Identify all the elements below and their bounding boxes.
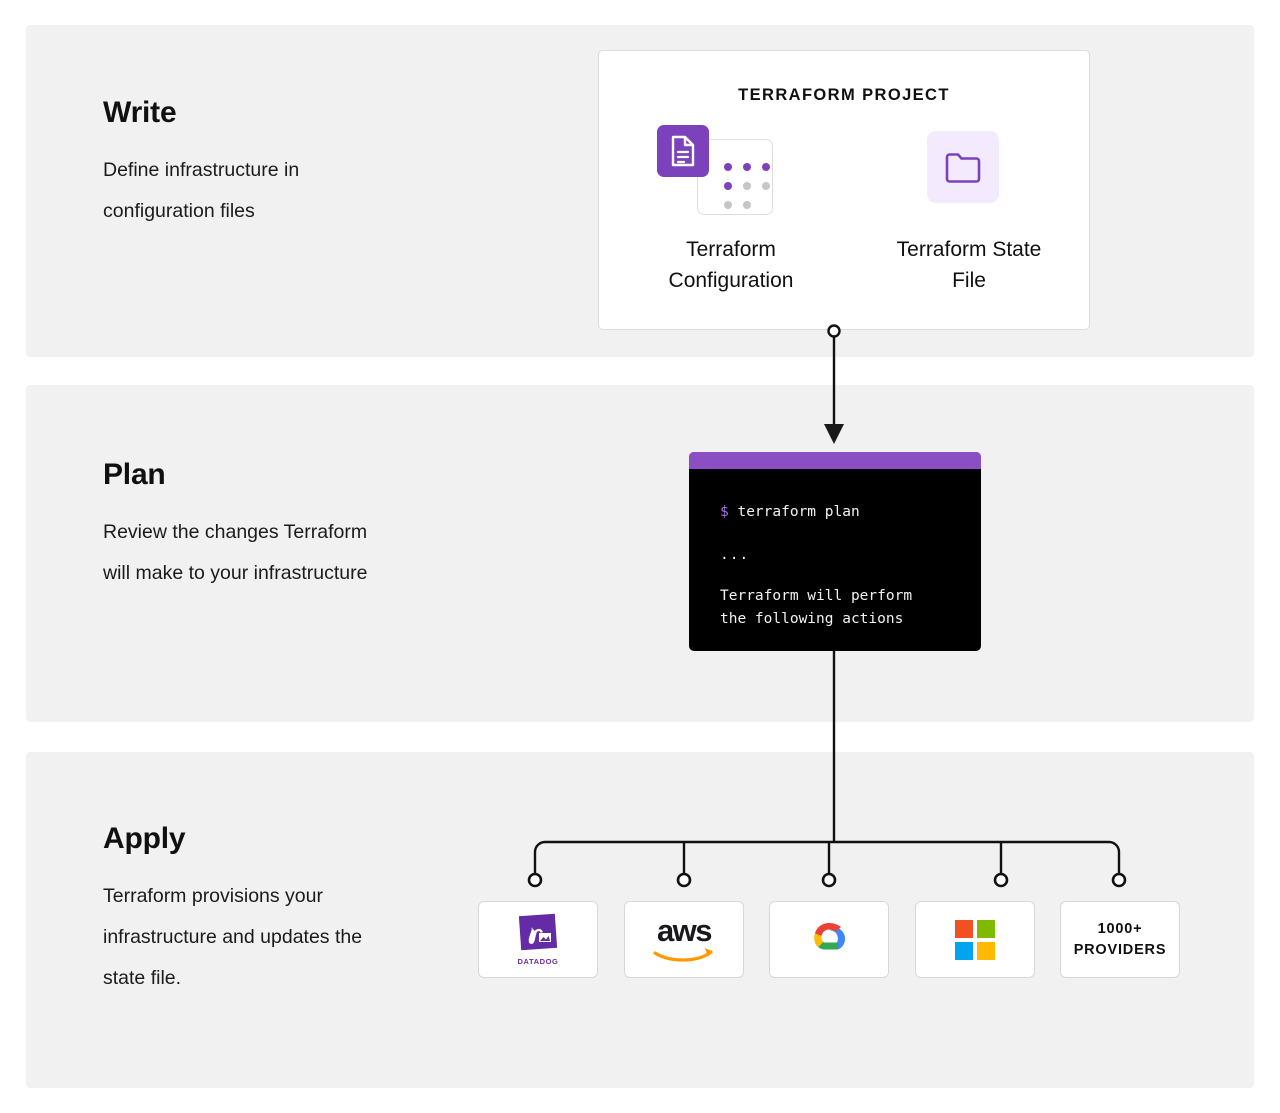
step-description-write: Define infrastructure in configuration f… <box>103 159 300 222</box>
terraform-project-heading: TERRAFORM PROJECT <box>738 86 950 104</box>
section-band-plan <box>26 385 1254 722</box>
step-description-apply: Terraform provisions your infrastructure… <box>103 885 363 989</box>
terminal-ellipsis: ... <box>720 547 750 563</box>
terraform-project-card: TERRAFORM PROJECT <box>598 50 1090 330</box>
provider-card-google-cloud[interactable] <box>769 901 889 978</box>
provider-card-datadog[interactable]: DATADOG <box>478 901 598 978</box>
aws-wordmark: aws <box>656 912 713 948</box>
terminal-output: Terraform will perform the following act… <box>720 588 913 627</box>
terminal-command: terraform plan <box>737 504 860 520</box>
aws-logo: aws <box>653 912 715 963</box>
asset-terraform-state-file: Terraform State File <box>879 121 1059 296</box>
terminal-body: $ terraform plan ... Terraform will perf… <box>689 469 981 631</box>
document-icon <box>657 125 709 177</box>
provider-card-more-providers[interactable]: 1000+ PROVIDERS <box>1060 901 1180 978</box>
folder-icon <box>927 131 999 203</box>
step-title-plan: Plan <box>103 458 166 491</box>
terminal-titlebar <box>689 452 981 469</box>
google-cloud-logo <box>814 922 845 949</box>
step-title-write: Write <box>103 96 177 129</box>
provider-card-aws[interactable]: aws <box>624 901 744 978</box>
datadog-wordmark: DATADOG <box>517 957 559 966</box>
configuration-icon-art <box>641 121 821 216</box>
dot-grid-icon <box>724 163 770 209</box>
state-icon-art <box>879 121 1059 216</box>
asset-label-state-file: Terraform State File <box>896 238 1042 292</box>
provider-card-microsoft[interactable] <box>915 901 1035 978</box>
terminal-command-line: $ terraform plan <box>720 501 981 524</box>
asset-label-configuration: Terraform Configuration <box>668 238 794 292</box>
more-providers-label: 1000+ PROVIDERS <box>1073 920 1167 958</box>
terminal-prompt-symbol: $ <box>720 504 729 520</box>
asset-terraform-configuration: Terraform Configuration <box>641 121 821 296</box>
terminal-window: $ terraform plan ... Terraform will perf… <box>689 452 981 651</box>
step-description-plan: Review the changes Terraform will make t… <box>103 521 368 584</box>
datadog-logo: DATADOG <box>517 913 559 966</box>
dotted-panel-icon <box>697 139 773 215</box>
step-title-apply: Apply <box>103 822 186 855</box>
microsoft-logo <box>955 919 995 960</box>
